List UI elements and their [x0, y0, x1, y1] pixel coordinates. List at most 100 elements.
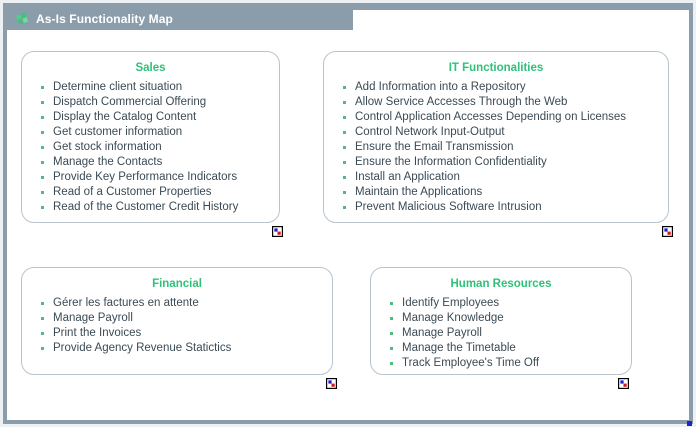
- package-item-list: Identify Employees Manage Knowledge Mana…: [371, 296, 631, 371]
- package-title: Human Resources: [450, 278, 552, 290]
- list-item[interactable]: Determine client situation: [41, 80, 279, 95]
- list-item[interactable]: Dispatch Commercial Offering: [41, 95, 279, 110]
- list-item[interactable]: Control Network Input-Output: [343, 125, 668, 140]
- list-item-label: Maintain the Applications: [355, 186, 483, 198]
- package-title: IT Functionalities: [448, 62, 544, 74]
- list-item[interactable]: Ensure the Information Confidentiality: [343, 155, 668, 170]
- list-item[interactable]: Get customer information: [41, 125, 279, 140]
- package-title: Financial: [152, 278, 202, 290]
- list-item[interactable]: Print the Invoices: [41, 326, 332, 341]
- list-item[interactable]: Add Information into a Repository: [343, 80, 668, 95]
- bullet-icon: [343, 176, 346, 179]
- package-item-list: Gérer les factures en attente Manage Pay…: [22, 296, 332, 356]
- list-item-label: Determine client situation: [53, 81, 183, 93]
- package-item-list: Add Information into a Repository Allow …: [324, 80, 668, 215]
- list-item[interactable]: Provide Key Performance Indicators: [41, 170, 279, 185]
- package-diamond-icon: [16, 12, 29, 25]
- list-item[interactable]: Provide Agency Revenue Statictics: [41, 341, 332, 356]
- list-item-label: Provide Agency Revenue Statictics: [53, 342, 232, 354]
- package-human-resources[interactable]: Human Resources Identify Employees Manag…: [370, 267, 632, 375]
- list-item[interactable]: Maintain the Applications: [343, 185, 668, 200]
- window-title: As-Is Functionality Map: [36, 11, 173, 26]
- list-item-label: Manage Payroll: [53, 312, 133, 324]
- bullet-icon: [41, 101, 44, 104]
- bullet-icon: [41, 191, 44, 194]
- list-item[interactable]: Read of a Customer Properties: [41, 185, 279, 200]
- bullet-icon: [41, 176, 44, 179]
- bullet-icon: [343, 131, 346, 134]
- bullet-icon: [41, 146, 44, 149]
- window-titlebar[interactable]: As-Is Functionality Map: [7, 7, 353, 30]
- list-item-label: Install an Application: [355, 171, 460, 183]
- list-item[interactable]: Manage Payroll: [41, 311, 332, 326]
- sub-diagram-icon[interactable]: [326, 378, 337, 389]
- bullet-icon: [41, 86, 44, 89]
- list-item[interactable]: Prevent Malicious Software Intrusion: [343, 200, 668, 215]
- list-item[interactable]: Install an Application: [343, 170, 668, 185]
- list-item-label: Gérer les factures en attente: [53, 297, 199, 309]
- bullet-icon: [41, 347, 44, 350]
- list-item-label: Manage the Timetable: [402, 342, 516, 354]
- package-sales[interactable]: Sales Determine client situation Dispatc…: [21, 51, 280, 223]
- bullet-icon: [343, 146, 346, 149]
- list-item-label: Ensure the Information Confidentiality: [355, 156, 547, 168]
- list-item[interactable]: Manage Knowledge: [390, 311, 631, 326]
- list-item[interactable]: Gérer les factures en attente: [41, 296, 332, 311]
- bullet-icon: [41, 161, 44, 164]
- list-item-label: Print the Invoices: [53, 327, 142, 339]
- package-it-functionalities[interactable]: IT Functionalities Add Information into …: [323, 51, 669, 223]
- list-item-label: Add Information into a Repository: [355, 81, 526, 93]
- list-item-label: Control Application Accesses Depending o…: [355, 111, 627, 123]
- list-item[interactable]: Identify Employees: [390, 296, 631, 311]
- list-item-label: Read of the Customer Credit History: [53, 201, 239, 213]
- list-item[interactable]: Display the Catalog Content: [41, 110, 279, 125]
- list-item-label: Provide Key Performance Indicators: [53, 171, 238, 183]
- list-item[interactable]: Read of the Customer Credit History: [41, 200, 279, 215]
- list-item[interactable]: Manage the Contacts: [41, 155, 279, 170]
- bullet-icon: [41, 131, 44, 134]
- diagram-canvas[interactable]: Sales Determine client situation Dispatc…: [7, 30, 689, 420]
- list-item[interactable]: Get stock information: [41, 140, 279, 155]
- sub-diagram-icon[interactable]: [662, 226, 673, 237]
- list-item-label: Control Network Input-Output: [355, 126, 505, 138]
- bullet-icon: [343, 86, 346, 89]
- list-item-label: Get customer information: [53, 126, 183, 138]
- list-item-label: Allow Service Accesses Through the Web: [355, 96, 568, 108]
- package-item-list: Determine client situation Dispatch Comm…: [22, 80, 279, 215]
- list-item[interactable]: Control Application Accesses Depending o…: [343, 110, 668, 125]
- bullet-icon: [390, 362, 393, 365]
- bullet-icon: [343, 161, 346, 164]
- list-item-label: Manage the Contacts: [53, 156, 163, 168]
- bullet-icon: [390, 317, 393, 320]
- list-item[interactable]: Ensure the Email Transmission: [343, 140, 668, 155]
- bullet-icon: [390, 347, 393, 350]
- list-item[interactable]: Allow Service Accesses Through the Web: [343, 95, 668, 110]
- list-item-label: Manage Knowledge: [402, 312, 504, 324]
- window-resize-handle[interactable]: [687, 421, 692, 426]
- list-item-label: Manage Payroll: [402, 327, 482, 339]
- list-item-label: Display the Catalog Content: [53, 111, 197, 123]
- package-financial[interactable]: Financial Gérer les factures en attente …: [21, 267, 333, 375]
- bullet-icon: [390, 302, 393, 305]
- bullet-icon: [41, 332, 44, 335]
- list-item-label: Prevent Malicious Software Intrusion: [355, 201, 542, 213]
- list-item[interactable]: Track Employee's Time Off: [390, 356, 631, 371]
- list-item-label: Read of a Customer Properties: [53, 186, 212, 198]
- list-item-label: Ensure the Email Transmission: [355, 141, 514, 153]
- bullet-icon: [343, 191, 346, 194]
- list-item-label: Get stock information: [53, 141, 162, 153]
- bullet-icon: [41, 317, 44, 320]
- bullet-icon: [41, 116, 44, 119]
- list-item-label: Identify Employees: [402, 297, 500, 309]
- list-item[interactable]: Manage the Timetable: [390, 341, 631, 356]
- list-item[interactable]: Manage Payroll: [390, 326, 631, 341]
- bullet-icon: [41, 206, 44, 209]
- list-item-label: Dispatch Commercial Offering: [53, 96, 207, 108]
- bullet-icon: [41, 302, 44, 305]
- bullet-icon: [343, 101, 346, 104]
- sub-diagram-icon[interactable]: [618, 378, 629, 389]
- bullet-icon: [343, 116, 346, 119]
- package-title: Sales: [135, 62, 166, 74]
- sub-diagram-icon[interactable]: [272, 226, 283, 237]
